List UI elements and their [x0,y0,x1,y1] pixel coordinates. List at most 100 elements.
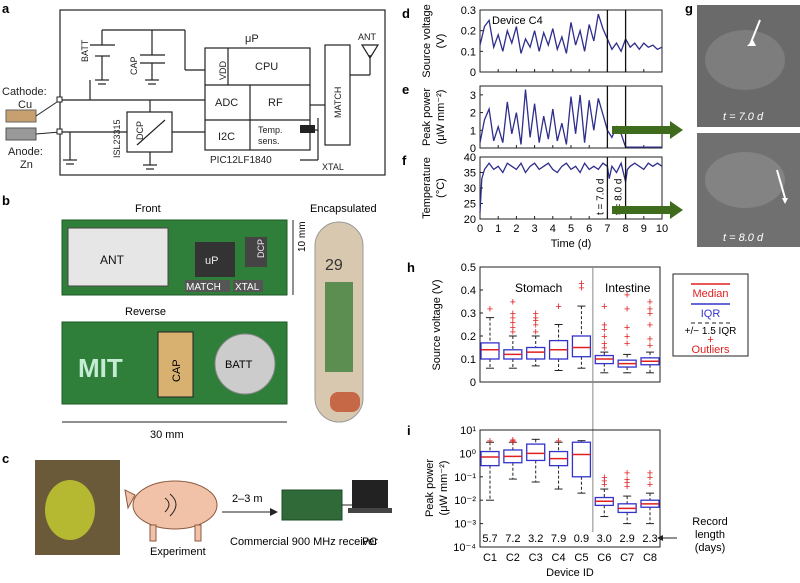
outlier-h: + [578,283,584,295]
outlier-h: + [624,303,630,315]
outlier-h: + [532,313,538,325]
xray-images: g t = 7.0 d t = 8.0 d [685,1,800,247]
record-label-2: length [695,529,725,541]
iqr-box-i [480,450,500,467]
outlier-h: + [510,322,516,334]
pc-label: PC [362,536,377,548]
outlier-h: + [601,301,607,313]
outlier-i: + [510,434,516,446]
event-label-1: t = 7.0 d [595,179,606,215]
mit-logo: MIT [78,353,123,383]
ytick-label-h: 0.1 [461,354,476,366]
outlier-i: + [647,479,653,491]
outlier-i: + [647,472,653,484]
outlier-i: + [601,479,607,491]
xtick-label-f: 5 [568,223,574,235]
outlier-i: + [624,481,630,493]
ytick-label-d: 0 [470,67,476,79]
arrow-to-xray-1 [612,121,683,139]
record-arrowhead [657,535,663,541]
ytick-label-h: 0.2 [461,331,476,343]
outlier-i: + [624,474,630,486]
device-label: Device C4 [492,15,543,27]
legend-plus: + [707,334,713,346]
ytick-label-h: 0.3 [461,308,476,320]
stomach-label: Stomach [515,281,562,295]
outlier-h: + [510,313,516,325]
ylabel-unit-d: (V) [435,34,447,49]
ytick-label-f: 20 [464,214,476,226]
record-length-value: 5.7 [482,533,497,545]
cap-label: CAP [129,56,139,75]
ytick-label-d: 0.2 [461,26,476,38]
xtick-label-i: C1 [483,552,497,564]
front-title: Front [135,203,161,215]
outlier-h: + [601,331,607,343]
ytick-label-f: 30 [464,183,476,195]
outlier-i: + [601,472,607,484]
legend-whisker: +/− 1.5 IQR [685,326,737,337]
dcp-chip [245,237,267,267]
outlier-h: + [647,303,653,315]
outlier-i: + [624,477,630,489]
ytick-label-e: 2 [470,108,476,120]
sens-label: sens. [258,136,280,146]
outlier-h: + [510,326,516,338]
iqr-box-h [571,335,592,358]
cathode-electrode [5,109,37,123]
batt-cell [214,333,276,395]
ytick-label-i: 10⁻² [454,495,476,507]
receiver-label: Commercial 900 MHz receiver [230,536,378,548]
encapsulated-title: Encapsulated [310,203,377,215]
outlier-i: + [510,435,516,447]
panel-label-g: g [685,1,693,16]
plot-frame-e [479,85,663,149]
xtick-label-i: C2 [506,552,520,564]
ant-board-label: ANT [100,253,125,267]
outlier-h: + [510,297,516,309]
outlier-h: + [578,278,584,290]
ytick-label-i: 10⁰ [459,448,476,460]
record-length-value: 3.2 [528,533,543,545]
arrow-to-xray-2 [612,201,683,219]
outlier-h: + [647,333,653,345]
dcp-board-label: DCP [256,239,266,258]
outlier-h: + [624,290,630,302]
record-label-1: Record [692,516,727,528]
up-label: μP [245,33,259,45]
xlabel-time: Time (d) [551,238,592,250]
up-board-label: uP [205,255,218,267]
scale-10mm: 10 mm [297,221,308,252]
outlier-h: + [510,308,516,320]
xtick-label-f: 6 [586,223,592,235]
outlier-h: + [532,308,538,320]
outlier-h: + [532,315,538,327]
ytick-label-h: 0.5 [461,262,476,274]
legend-outliers: Outliers [692,344,730,356]
panel-label-f: f [402,153,407,168]
receiver-icon [281,489,343,521]
distance-label: 2–3 m [232,493,263,505]
xtick-label-i: C4 [552,552,566,564]
record-label-3: (days) [695,542,726,554]
outlier-h: + [487,303,493,315]
temp-label: Temp. [258,125,283,135]
xtick-label-f: 9 [641,223,647,235]
event-label-2: t = 8.0 d [614,179,625,215]
iqr-box-h [526,346,546,360]
outlier-h: + [647,320,653,332]
capsule-pointer-1 [749,19,761,46]
outlier-h: + [601,324,607,336]
ytick-label-i: 10⁻¹ [454,472,476,484]
rf-label: RF [268,97,283,109]
cathode-label: Cathode: [2,86,47,98]
ytick-label-h: 0.4 [461,285,476,297]
xtick-label-f: 3 [532,223,538,235]
legend-median: Median [692,288,728,300]
xtick-label-i: C6 [597,552,611,564]
pig-icon [132,480,218,530]
intestine-label: Intestine [605,281,651,295]
outlier-h: + [555,301,561,313]
outlier-h: + [601,343,607,355]
